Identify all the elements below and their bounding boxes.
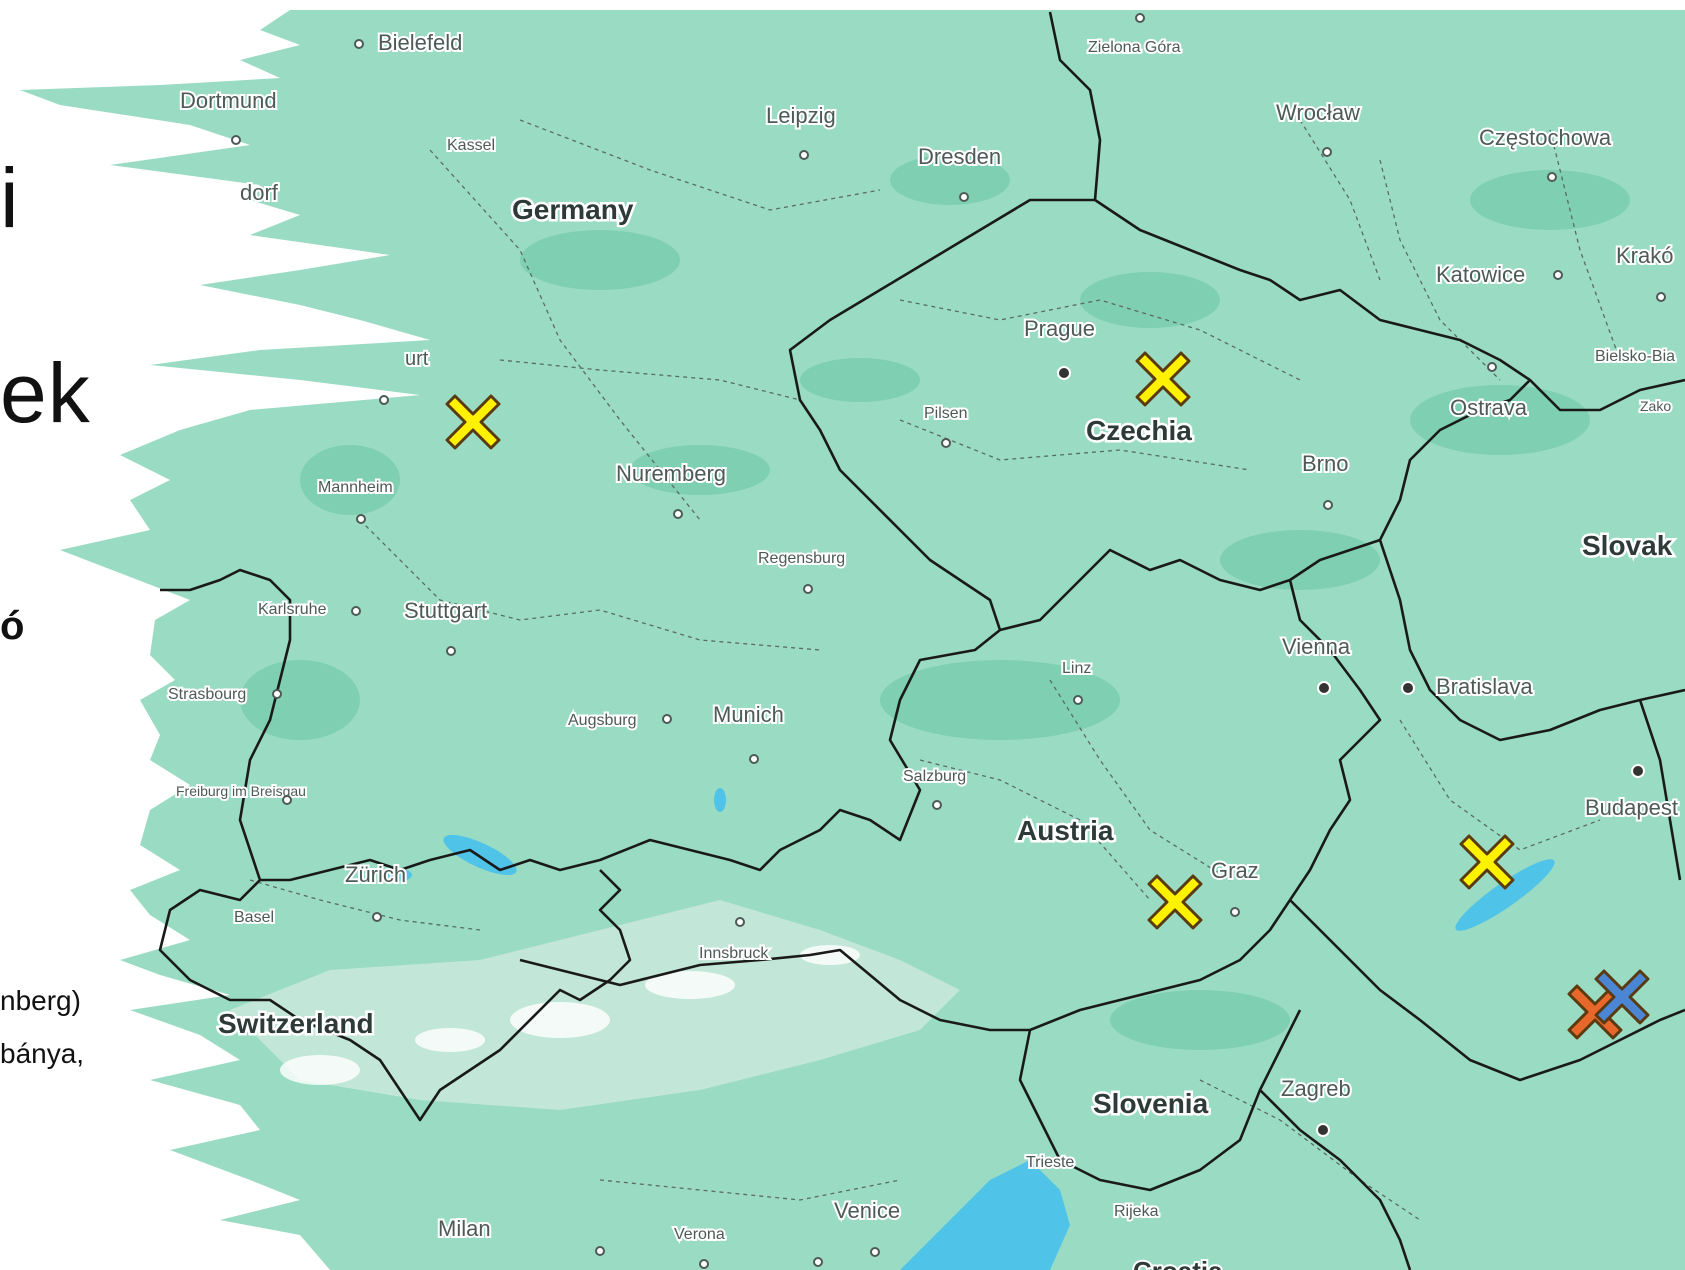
city-label: Munich (713, 702, 784, 727)
country-labels: Germany Czechia Austria Switzerland Slov… (216, 192, 1676, 1122)
city-label: dorf (240, 180, 279, 205)
city-label: Zielona Góra (1088, 39, 1181, 56)
country-label: Switzerland (218, 1008, 374, 1039)
city-label: Brno (1302, 451, 1348, 476)
city-label: Vienna (1282, 634, 1351, 659)
city-label: Rijeka (1114, 1203, 1159, 1220)
city-label: Zako (1640, 398, 1671, 414)
capital-dots (1057, 366, 1645, 1137)
city-label: Ostrava (1450, 395, 1528, 420)
city-label: Freiburg im Breisgau (176, 783, 306, 799)
country-label: Czechia (1086, 415, 1192, 446)
city-label: Stuttgart (404, 598, 487, 623)
city-label: Karlsruhe (258, 601, 327, 618)
city-label: Pilsen (924, 405, 968, 422)
city-label: Linz (1062, 660, 1091, 677)
city-label: Zürich (345, 862, 406, 887)
city-label: Verona (674, 1226, 725, 1243)
city-label: Zagreb (1281, 1076, 1351, 1101)
water-bodies (388, 788, 1555, 1270)
city-labels: Bielefeld Dortmund Kassel dorf Leipzig D… (166, 28, 1680, 1270)
country-label: Slovenia (1093, 1088, 1209, 1119)
slide-title-fragment: i (0, 151, 20, 245)
country-label: Slovak (1582, 530, 1673, 561)
city-label: Regensburg (758, 550, 845, 567)
city-label: Leipzig (766, 103, 836, 128)
city-label: Bielefeld (378, 30, 462, 55)
slide-title-fragment: ek (0, 346, 91, 440)
city-label: Innsbruck (699, 945, 769, 962)
city-label: Croatia (1133, 1256, 1223, 1270)
region-borders (249, 119, 1621, 1221)
city-label: Venice (834, 1198, 900, 1223)
city-label: urt (405, 348, 429, 370)
city-label: Wrocław (1276, 100, 1360, 125)
city-label: Basel (234, 909, 274, 926)
map-land (20, 10, 1685, 1270)
slide-body-fragment: bánya, (0, 1038, 85, 1069)
city-label: Budapest (1585, 795, 1678, 820)
city-label: Bielsko-Bia (1595, 348, 1675, 365)
city-label: Krakó (1616, 243, 1673, 268)
country-label: Germany (512, 194, 634, 225)
city-label: Dortmund (180, 88, 277, 113)
city-label: Bratislava (1436, 674, 1533, 699)
city-label: Salzburg (903, 768, 966, 785)
country-label: Austria (1017, 815, 1114, 846)
alps-region (230, 900, 960, 1110)
city-label: Katowice (1436, 262, 1525, 287)
city-label: Prague (1024, 316, 1095, 341)
city-label: Trieste (1026, 1154, 1074, 1171)
city-label: Nuremberg (616, 461, 726, 486)
city-label: Dresden (918, 144, 1001, 169)
city-label: Mannheim (318, 479, 393, 496)
city-label: Milan (438, 1216, 491, 1241)
city-label: Graz (1211, 858, 1259, 883)
city-label: Kassel (447, 137, 495, 154)
slide-body-fragment: nberg) (0, 985, 81, 1016)
city-label: Częstochowa (1479, 125, 1612, 150)
slide-subtitle-fragment: ó (0, 604, 25, 648)
city-dots (231, 13, 1666, 1269)
city-label: Augsburg (568, 712, 637, 729)
forest-patches (240, 155, 1630, 1050)
country-borders (158, 11, 1685, 1270)
city-label: Strasbourg (168, 686, 246, 703)
snow-patches (280, 945, 860, 1085)
